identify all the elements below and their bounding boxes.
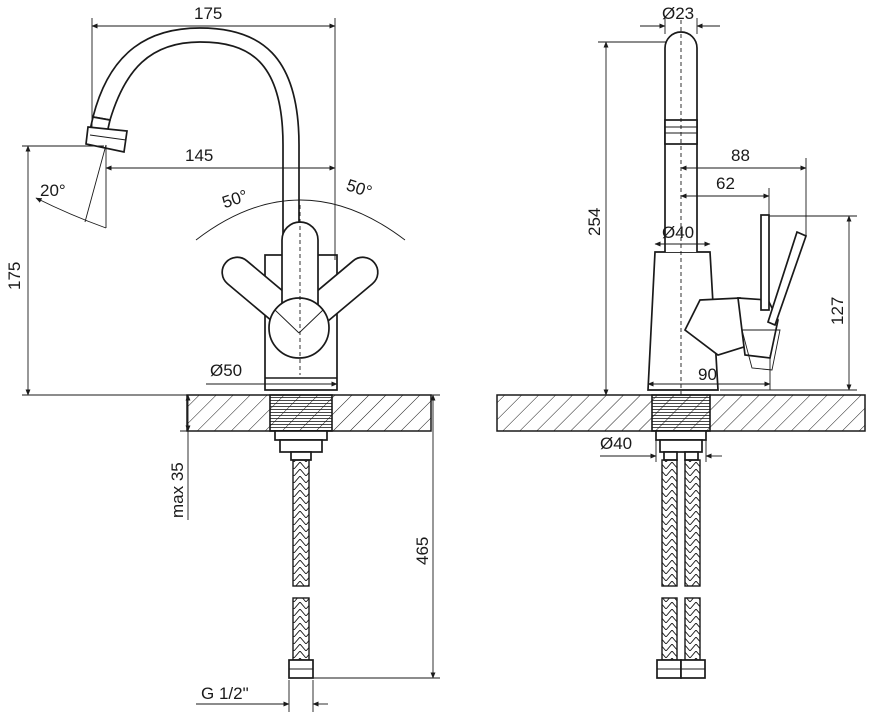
- hose-lower: [292, 597, 310, 661]
- hose-upper: [292, 459, 310, 587]
- dim-shank-diameter: Ø40: [600, 434, 632, 453]
- dim-lever-offset-short: 62: [716, 174, 735, 193]
- side-lever: [760, 214, 770, 311]
- front-view: 175 145 20° 50° 50° 175 Ø50 max 35 465 G…: [5, 4, 440, 712]
- dim-lever-offset-long: 88: [731, 146, 750, 165]
- dim-lever-angle-right: 50°: [344, 176, 374, 202]
- dim-base-diameter: Ø50: [210, 361, 242, 380]
- dim-width-top: 175: [194, 4, 222, 23]
- dim-body-diameter: Ø40: [662, 223, 694, 242]
- dim-hose-length: 465: [413, 537, 432, 565]
- dim-lever-height: 127: [828, 297, 847, 325]
- cartridge-knob: [268, 297, 330, 359]
- shank-thread: [269, 394, 333, 432]
- lever-swing-arc: [195, 199, 406, 241]
- dim-spout-diameter: Ø23: [662, 4, 694, 23]
- dim-thread-length: max 35: [168, 462, 187, 518]
- dim-height-spout: 175: [5, 262, 24, 290]
- dim-connection-thread: G 1/2": [201, 684, 249, 703]
- dim-spout-reach: 145: [185, 146, 213, 165]
- dim-total-height: 254: [585, 208, 604, 236]
- dim-base-depth: 90: [698, 365, 717, 384]
- side-view: Ø23 254 88 62 Ø40 127 90 Ø40: [496, 4, 866, 679]
- dim-lever-angle-left: 50°: [220, 186, 250, 212]
- dim-spout-angle: 20°: [40, 181, 66, 200]
